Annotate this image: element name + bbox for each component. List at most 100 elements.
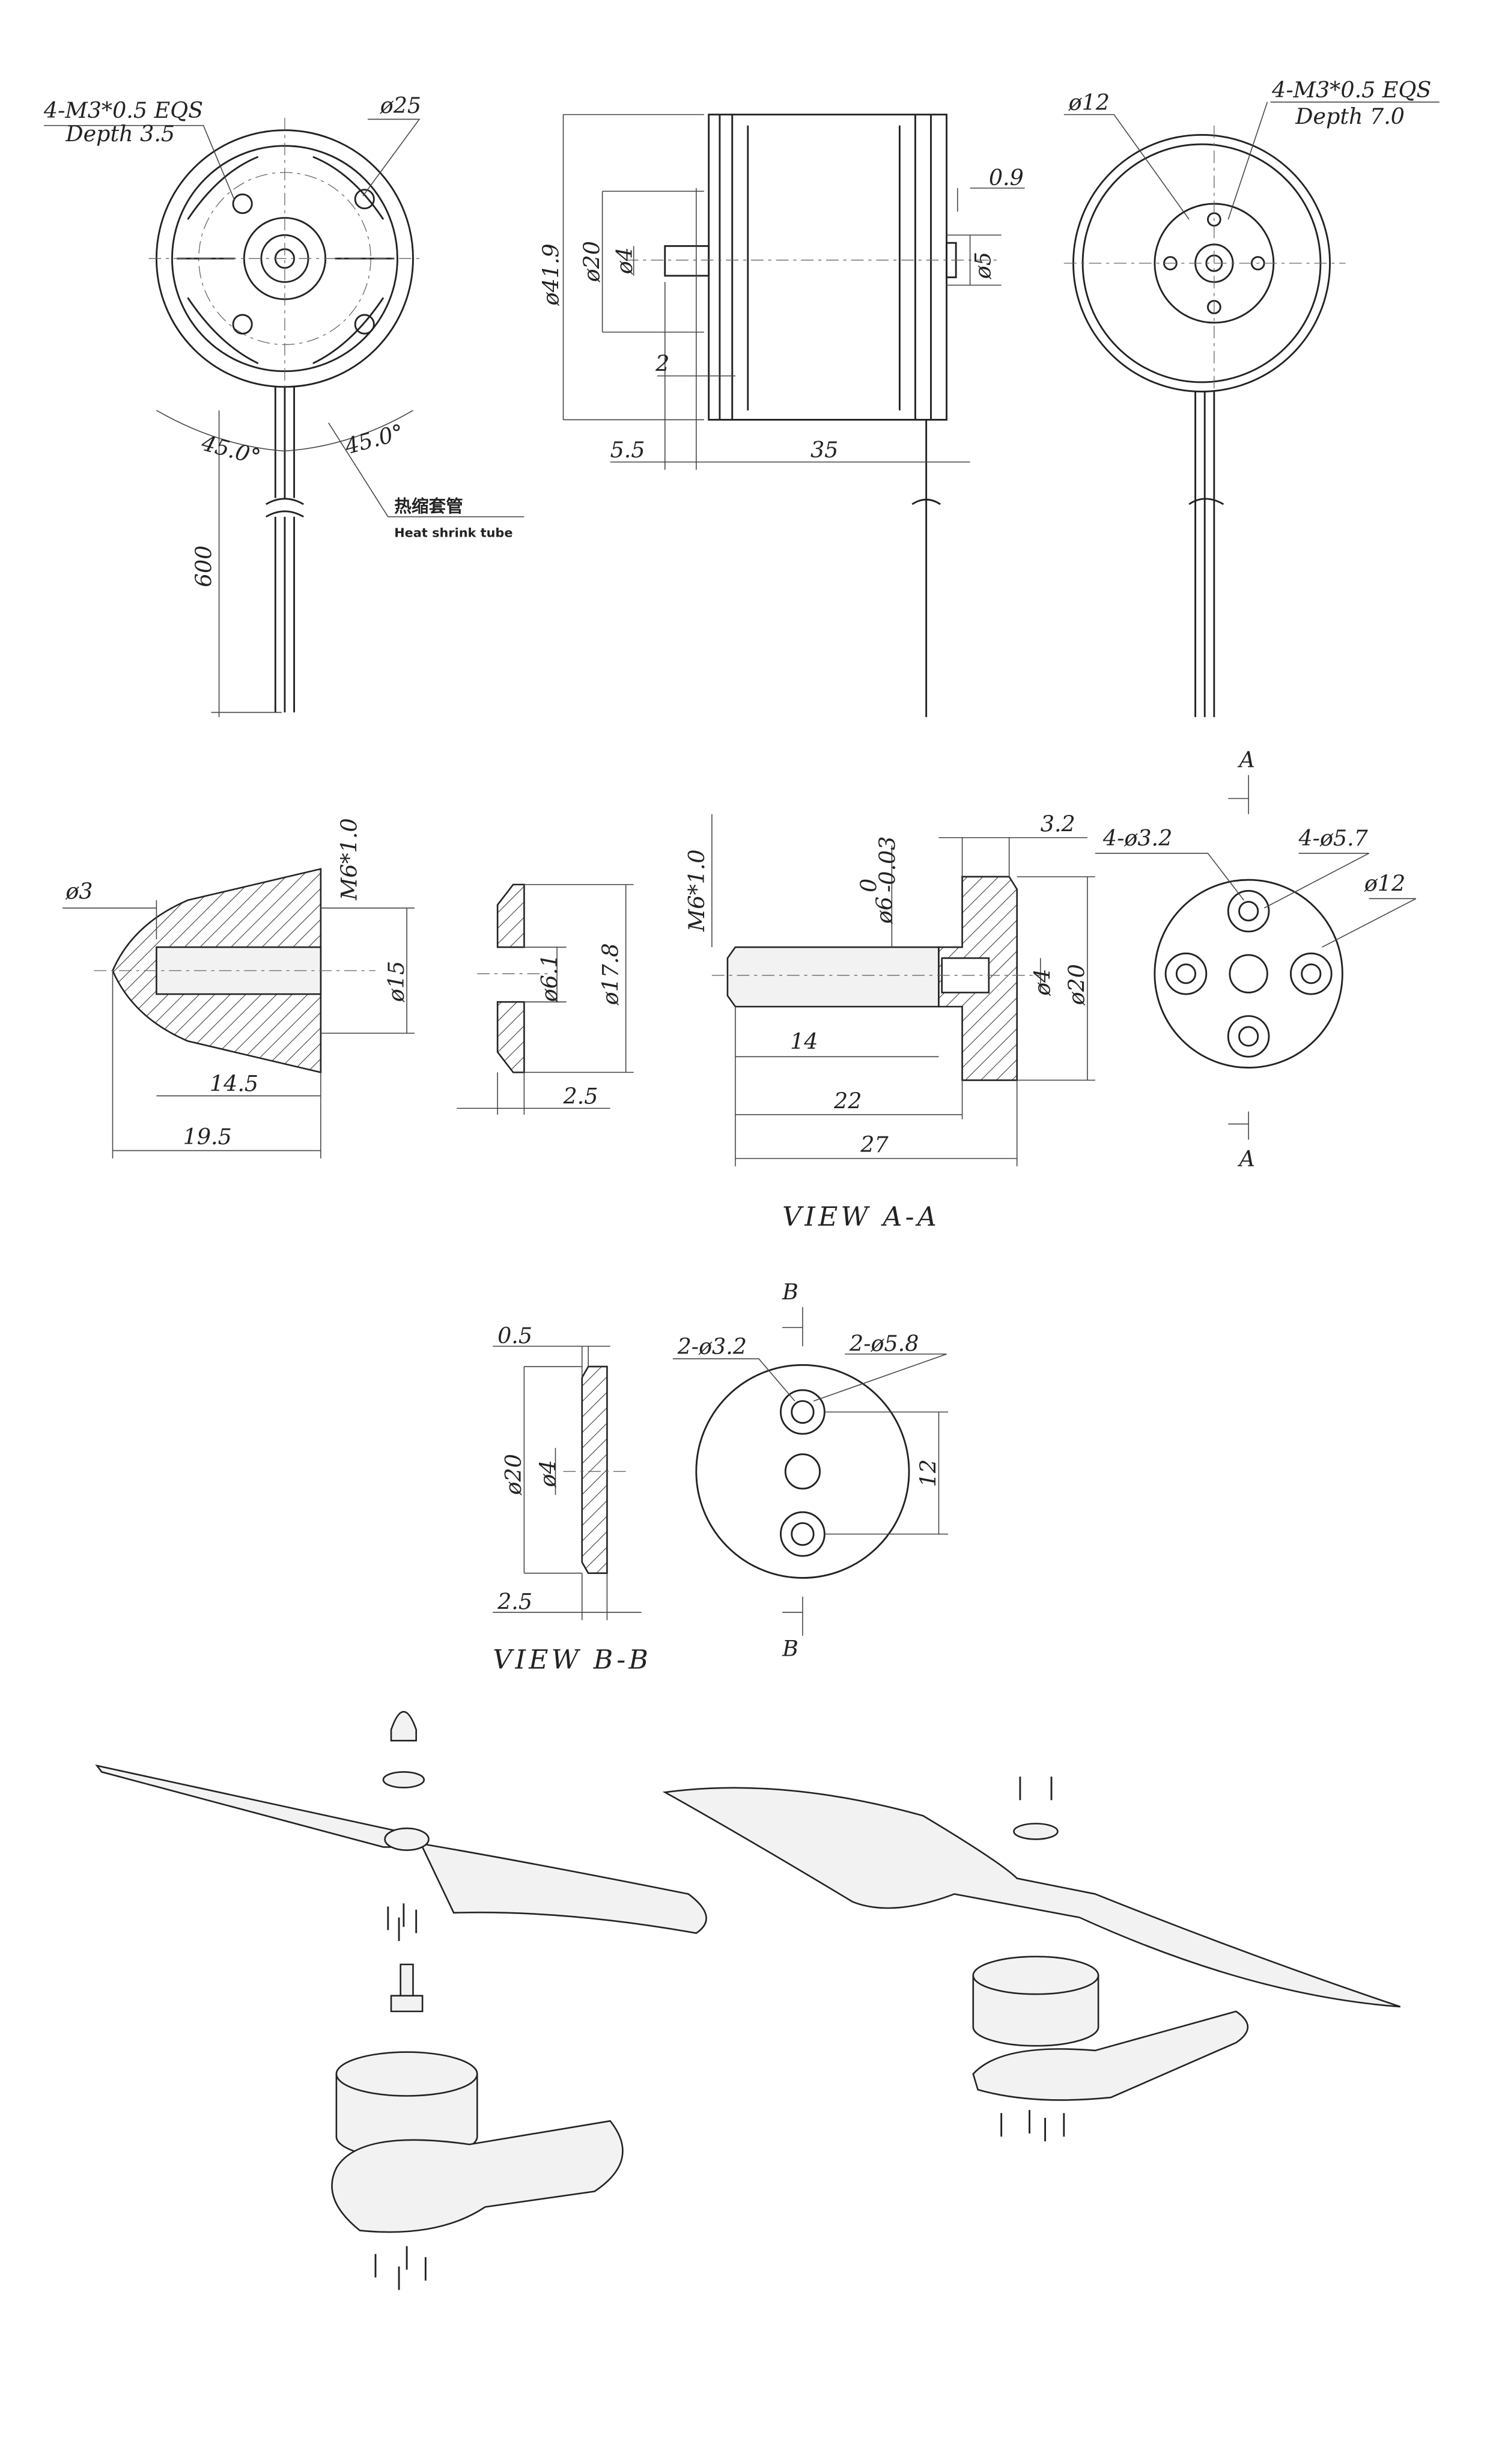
hole-inner xyxy=(1301,963,1322,984)
flange-diameter-label: ø20 xyxy=(579,241,604,282)
washer-body xyxy=(496,883,525,1073)
pcd-label: ø25 xyxy=(380,93,421,118)
mount-holes xyxy=(232,189,375,335)
flange-diameter-label: ø20 xyxy=(1064,964,1090,1005)
body-length-label: 35 xyxy=(810,437,838,463)
rear-boss-label: ø5 xyxy=(970,252,996,279)
spacing-label: 12 xyxy=(915,1459,941,1487)
spokes xyxy=(177,156,395,364)
depth-callout: Depth 3.5 xyxy=(65,121,175,147)
motor-top xyxy=(335,2051,478,2097)
hole xyxy=(780,1511,825,1557)
thread-callout: 4-M3*0.5 EQS xyxy=(43,97,203,123)
exploded-assembly-right xyxy=(662,1776,1401,2142)
small-holes-label: 2-ø3.2 xyxy=(677,1334,747,1359)
dimension-lines xyxy=(43,118,524,718)
washer-part xyxy=(1013,1823,1059,1840)
spinner-part xyxy=(390,1710,418,1742)
section-mark-top: A xyxy=(1238,747,1255,773)
large-holes-label: 2-ø5.8 xyxy=(849,1331,919,1356)
diameter-label: ø17.8 xyxy=(598,943,624,1005)
lead-wires xyxy=(1188,391,1224,718)
hole-inner xyxy=(1238,901,1259,922)
threaded-shaft xyxy=(726,946,940,1008)
washer-part xyxy=(382,1771,425,1789)
propeller-part xyxy=(95,1764,707,1935)
view-b-b: 0.5 ø20 ø4 2.5 B 2-ø3.2 2-ø5.8 12 B VIEW… xyxy=(493,1279,949,1676)
plate-face xyxy=(695,1364,910,1579)
tolerance-upper: 0 xyxy=(856,879,881,892)
thread-label: M6*1.0 xyxy=(336,818,362,901)
lead-length-label: 600 xyxy=(191,546,217,588)
section-mark-top: B xyxy=(782,1279,798,1305)
motor-side-view: ø41.9 ø20 ø4 2 5.5 35 0.9 ø5 xyxy=(538,114,1025,718)
hole xyxy=(1227,1015,1270,1058)
pcd-label: ø12 xyxy=(1068,90,1110,115)
tip-diameter-label: ø3 xyxy=(65,878,93,904)
tolerance-lower: -0.03 xyxy=(875,836,901,892)
flange-thickness-label: 3.2 xyxy=(1041,811,1075,837)
hole xyxy=(780,1389,825,1435)
mount-hole xyxy=(232,314,253,335)
large-holes-label: 4-ø5.7 xyxy=(1298,825,1368,851)
diameter-label: ø20 xyxy=(500,1454,526,1495)
heat-shrink-label-cn: 热缩套管 xyxy=(394,496,463,516)
total-length-label: 27 xyxy=(860,1132,889,1157)
section-mark-bottom: A xyxy=(1238,1146,1255,1172)
diameter-label: ø15 xyxy=(383,961,409,1002)
shaft-diameter-label: ø6 xyxy=(871,897,897,924)
bore-label: ø6.1 xyxy=(537,954,562,1002)
propeller-hub xyxy=(384,1827,430,1851)
center-bore xyxy=(1229,954,1268,993)
screws xyxy=(374,2246,427,2290)
shaft-length-label: 5.5 xyxy=(610,437,645,463)
hole-inner xyxy=(791,1522,815,1546)
view-a-a: A 4-ø3.2 4-ø5.7 ø12 A VIEW A-A xyxy=(782,747,1417,1233)
heat-shrink-label-en: Heat shrink tube xyxy=(394,526,512,540)
inner-length-label: 14.5 xyxy=(210,1071,258,1097)
length-a-label: 22 xyxy=(833,1088,862,1114)
wire-break xyxy=(911,498,941,505)
hole xyxy=(1290,953,1333,995)
adapter-face xyxy=(1154,879,1343,1069)
screws xyxy=(1000,2109,1065,2142)
section-mark-bottom: B xyxy=(782,1636,798,1662)
step-thickness-label: 0.5 xyxy=(497,1323,532,1349)
depth-callout: Depth 7.0 xyxy=(1295,103,1405,129)
angle-right-label: 45.0° xyxy=(341,419,406,460)
leader-lines xyxy=(1063,102,1440,220)
hole-inner xyxy=(1175,963,1197,984)
center-bore xyxy=(784,1453,821,1490)
dimension-lines xyxy=(62,900,415,1159)
motor-body xyxy=(708,114,947,421)
bore-label: ø4 xyxy=(535,1460,561,1487)
thread-callout: 4-M3*0.5 EQS xyxy=(1271,77,1431,103)
mount-hole xyxy=(354,189,375,210)
motor-rear-view: ø12 4-M3*0.5 EQS Depth 7.0 xyxy=(1063,77,1440,718)
thickness-label: 2.5 xyxy=(497,1589,532,1615)
holes xyxy=(780,1389,825,1557)
thickness-label: 2.5 xyxy=(562,1083,598,1109)
hole-inner xyxy=(791,1400,815,1424)
screws xyxy=(1019,1776,1053,1801)
plate-section xyxy=(581,1365,608,1575)
section-marks xyxy=(672,1307,949,1636)
dimension-lines xyxy=(457,884,634,1115)
prop-adapter-section: M6*1.0 ø6 0 -0.03 3.2 ø4 ø20 14 22 27 xyxy=(684,811,1095,1166)
carbon-arm-part xyxy=(972,2010,1248,2101)
motor-front-view: 4-M3*0.5 EQS Depth 3.5 ø25 45.0° 45.0° 热… xyxy=(43,93,524,718)
exploded-assembly-left xyxy=(95,1710,707,2290)
holes xyxy=(1164,889,1333,1058)
small-holes-label: 4-ø3.2 xyxy=(1102,825,1172,851)
motor-part xyxy=(972,1974,1099,2047)
rear-offset-label: 0.9 xyxy=(989,165,1024,191)
dimension-lines xyxy=(562,114,1025,470)
bore-label: ø4 xyxy=(1029,969,1055,996)
propeller-part xyxy=(662,1787,1401,2008)
dimension-lines xyxy=(493,1346,642,1620)
dimension-lines xyxy=(711,814,1095,1166)
pcd-label: ø12 xyxy=(1364,870,1405,896)
spinner-section: ø3 M6*1.0 ø15 14.5 19.5 xyxy=(62,818,415,1159)
prop-adapter-part xyxy=(390,1963,424,2013)
